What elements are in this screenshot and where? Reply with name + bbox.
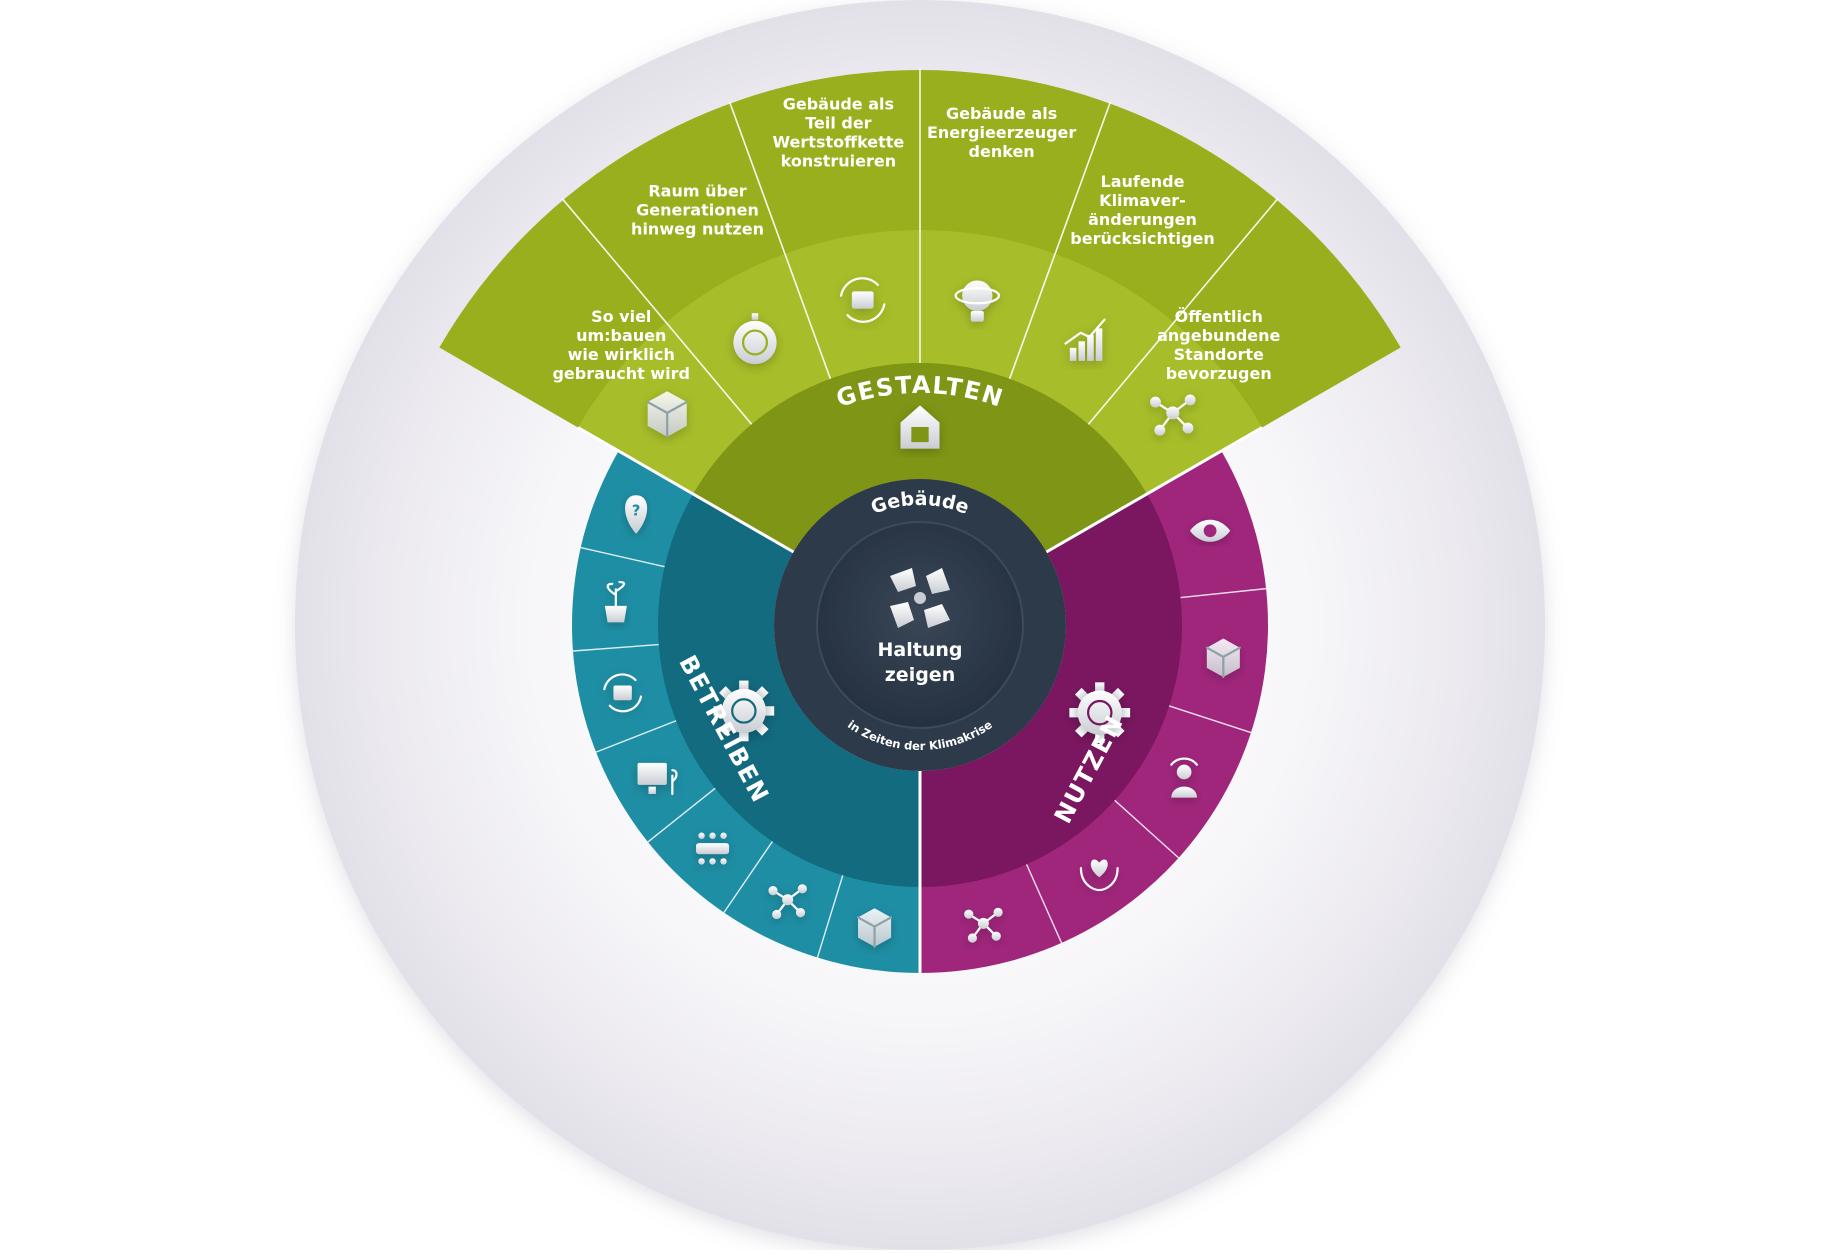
sector-spoke	[1045, 426, 1263, 554]
petal-line: Gebäude als	[946, 104, 1057, 123]
trend-chart-icon	[1064, 318, 1106, 361]
recycle-block-icon	[839, 277, 886, 323]
core-inner-circle	[816, 521, 1024, 729]
person-signal-icon	[1170, 757, 1199, 798]
petal-line: Laufende	[1101, 172, 1185, 191]
nutzen-divider	[1114, 799, 1180, 859]
gestalten-inner-ring	[693, 363, 1147, 552]
sector-spoke	[577, 426, 795, 554]
petal-line: Raum über	[648, 182, 746, 201]
hands-circle-icon	[890, 568, 950, 628]
nutzen-inner-ring	[920, 494, 1182, 887]
lightbulb-globe-icon	[954, 280, 1001, 322]
hands-heart-icon	[1079, 859, 1119, 892]
petal-line: berücksichtigen	[1070, 229, 1214, 248]
petal-line: Teil der	[805, 114, 871, 133]
petal-line: hinweg nutzen	[631, 220, 764, 239]
box-3d-icon	[1205, 638, 1241, 679]
nutzen-divider	[1025, 864, 1063, 944]
building-icon	[900, 405, 940, 449]
petal-line: angebundene	[1157, 326, 1280, 345]
petal-line: konstruieren	[781, 152, 897, 171]
petal-line: So viel	[591, 307, 651, 326]
gestalten-divider	[728, 101, 838, 398]
betreiben-inner-ring	[657, 494, 920, 887]
location-question-icon: ?	[625, 495, 648, 534]
cube-icon	[646, 391, 688, 438]
stopwatch-icon	[733, 313, 777, 365]
network-nodes-icon	[768, 884, 807, 920]
petal-line: Klimaver-	[1099, 191, 1186, 210]
core-title-line2: zeigen	[885, 664, 955, 686]
gear-icon	[713, 680, 775, 742]
gestalten-divider	[1002, 101, 1112, 398]
plant-pot-icon	[604, 580, 627, 623]
petal-line: um:bauen	[576, 326, 666, 345]
inner-ring-layer	[572, 363, 1267, 973]
conference-table-icon	[696, 832, 730, 865]
recycle-bin-icon	[603, 673, 643, 713]
petal-line: Gebäude als	[783, 95, 894, 114]
monitor-plant-icon	[637, 762, 678, 796]
betreiben-divider	[723, 841, 773, 913]
petal-line: wie wirklich	[568, 345, 675, 364]
glass-cube-icon	[856, 908, 893, 948]
betreiben-divider	[595, 720, 677, 753]
betreiben-divider	[647, 787, 716, 843]
nutzen-divider	[1168, 705, 1252, 734]
petal-line: bevorzugen	[1166, 364, 1272, 383]
eye-icon	[1189, 519, 1231, 542]
petal-line: Wertstoffkette	[772, 133, 904, 152]
betreiben-divider	[572, 643, 659, 652]
center-core: Gebäude in Zeiten der Klimakrise Haltung…	[774, 479, 1066, 771]
gestalten-divider	[561, 197, 766, 441]
petal-line: Standorte	[1174, 345, 1264, 364]
petal-line: Öffentlich	[1175, 307, 1263, 326]
gestalten-divider	[1074, 197, 1279, 441]
petal-line: gebraucht wird	[552, 364, 690, 383]
molecule-icon	[964, 907, 1003, 943]
core-title-line1: Haltung	[878, 639, 963, 661]
petal-line: änderungen	[1088, 210, 1197, 229]
petal-line: Energieerzeuger	[927, 123, 1076, 142]
betreiben-divider	[816, 875, 844, 958]
network-icon	[1150, 394, 1196, 436]
nutzen-divider	[1180, 587, 1267, 599]
betreiben-divider	[580, 546, 665, 568]
petal-line: Generationen	[636, 201, 759, 220]
petal-line: denken	[969, 142, 1035, 161]
svg-text:?: ?	[632, 502, 641, 519]
